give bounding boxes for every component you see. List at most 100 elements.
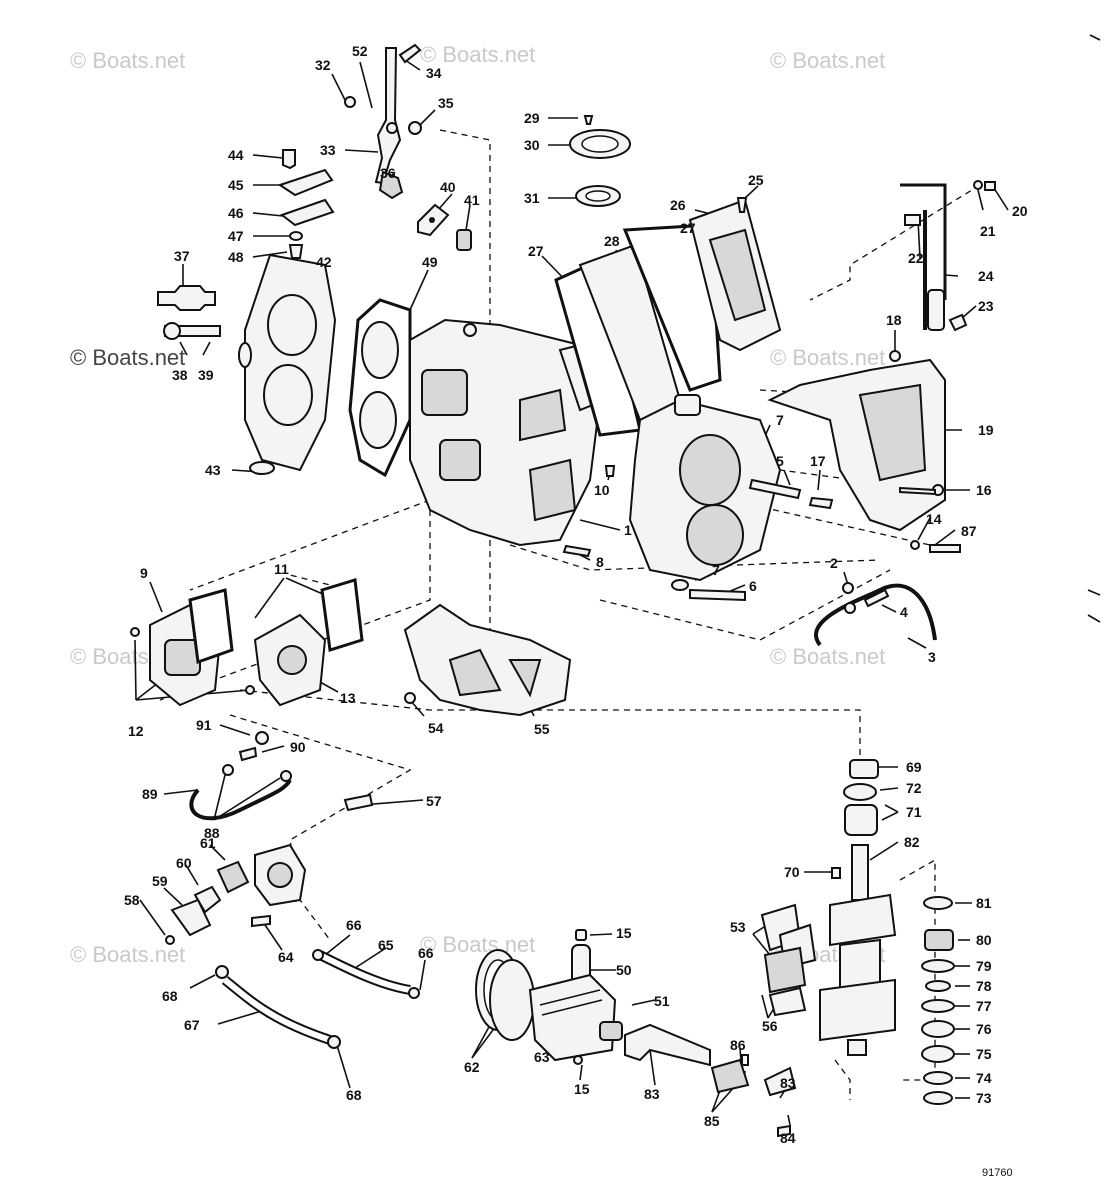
callout-53: 53 xyxy=(730,919,746,935)
callout-54: 54 xyxy=(428,720,444,736)
callout-35: 35 xyxy=(438,95,454,111)
watermark: © Boats.net xyxy=(420,42,535,67)
callout-13: 13 xyxy=(340,690,356,706)
callout-76: 76 xyxy=(976,1021,992,1037)
callout-89: 89 xyxy=(142,786,158,802)
edge-mark xyxy=(1087,614,1101,623)
callout-39: 39 xyxy=(198,367,214,383)
callout-48: 48 xyxy=(228,249,244,265)
callout-22: 22 xyxy=(908,250,924,266)
callout-9: 9 xyxy=(140,565,148,581)
callout-23: 23 xyxy=(978,298,994,314)
callout-40: 40 xyxy=(440,179,456,195)
watermark: © Boats.net xyxy=(770,48,885,73)
callout-33: 33 xyxy=(320,142,336,158)
watermark: © Boats.net xyxy=(70,48,185,73)
watermark: © Boats.net xyxy=(70,345,185,370)
callout-32: 32 xyxy=(315,57,331,73)
cylinder-head-side-parts xyxy=(277,149,335,259)
callout-62: 62 xyxy=(464,1059,480,1075)
callout-25: 25 xyxy=(748,172,764,188)
head-gasket xyxy=(348,298,412,478)
callout-46: 46 xyxy=(228,205,244,221)
callout-74: 74 xyxy=(976,1070,992,1086)
callout-7: 7 xyxy=(776,412,784,428)
edge-mark xyxy=(1087,589,1101,596)
callout-11: 11 xyxy=(274,561,289,577)
callout-42: 42 xyxy=(316,254,332,270)
callout-83: 83 xyxy=(780,1075,796,1091)
linkage-rod-group xyxy=(900,180,996,332)
callout-21: 21 xyxy=(980,223,996,239)
callout-88: 88 xyxy=(204,825,220,841)
callout-6: 6 xyxy=(749,578,757,594)
seal-group xyxy=(569,115,748,213)
callout-70: 70 xyxy=(784,864,800,880)
callout-38: 38 xyxy=(172,367,188,383)
callout-26: 26 xyxy=(670,197,686,213)
callout-90: 90 xyxy=(290,739,306,755)
callout-71: 71 xyxy=(906,804,922,820)
callout-63: 63 xyxy=(534,1049,550,1065)
watermark: © Boats.net xyxy=(770,345,885,370)
callout-66: 66 xyxy=(418,945,434,961)
callout-75: 75 xyxy=(976,1046,992,1062)
callout-36: 36 xyxy=(380,165,396,181)
bleed-hose xyxy=(814,582,937,647)
callout-12: 12 xyxy=(128,723,144,739)
cylinder-head-cover xyxy=(238,253,337,475)
watermark: © Boats.net xyxy=(70,942,185,967)
crankcase-half xyxy=(628,394,782,582)
mount-bracket xyxy=(767,350,946,532)
edge-mark xyxy=(1089,34,1101,41)
callout-labels: 52 32 34 35 33 36 40 41 44 45 46 47 48 3… xyxy=(124,43,1028,1146)
callout-69: 69 xyxy=(906,759,922,775)
callout-64: 64 xyxy=(278,949,294,965)
callout-44: 44 xyxy=(228,147,244,163)
crankshaft-group xyxy=(819,759,897,1056)
callout-37: 37 xyxy=(174,248,190,264)
callout-68: 68 xyxy=(162,988,178,1004)
fuel-pump-group xyxy=(165,731,420,1049)
callout-27: 27 xyxy=(528,243,544,259)
callout-56: 56 xyxy=(762,1018,778,1034)
spark-plug-and-bolt xyxy=(157,285,221,340)
bearing-stack xyxy=(921,896,955,1105)
callout-18: 18 xyxy=(886,312,902,328)
callout-80: 80 xyxy=(976,932,992,948)
callout-27: 27 xyxy=(680,220,696,236)
callout-5: 5 xyxy=(776,453,784,469)
callout-3: 3 xyxy=(928,649,936,665)
callout-66: 66 xyxy=(346,917,362,933)
crankcase-bracket xyxy=(403,603,572,717)
callout-84: 84 xyxy=(780,1130,796,1146)
block-fasteners xyxy=(562,465,961,602)
document-number: 91760 xyxy=(982,1167,1013,1179)
callout-29: 29 xyxy=(524,110,540,126)
callout-34: 34 xyxy=(426,65,442,81)
callout-82: 82 xyxy=(904,834,920,850)
callout-81: 81 xyxy=(976,895,992,911)
callout-1: 1 xyxy=(624,522,632,538)
callout-73: 73 xyxy=(976,1090,992,1106)
callout-87: 87 xyxy=(961,523,977,539)
callout-51: 51 xyxy=(654,993,670,1009)
callout-10: 10 xyxy=(594,482,610,498)
callout-65: 65 xyxy=(378,937,394,953)
callout-77: 77 xyxy=(976,998,992,1014)
callout-16: 16 xyxy=(976,482,992,498)
reed-valve-group xyxy=(130,578,364,707)
callout-50: 50 xyxy=(616,962,632,978)
callout-24: 24 xyxy=(978,268,994,284)
callout-15: 15 xyxy=(616,925,632,941)
callout-41: 41 xyxy=(464,192,480,208)
callout-60: 60 xyxy=(176,855,192,871)
callout-30: 30 xyxy=(524,137,540,153)
callout-17: 17 xyxy=(810,453,826,469)
callout-57: 57 xyxy=(426,793,442,809)
callout-15: 15 xyxy=(574,1081,590,1097)
callout-31: 31 xyxy=(524,190,540,206)
exhaust-covers xyxy=(554,198,782,437)
